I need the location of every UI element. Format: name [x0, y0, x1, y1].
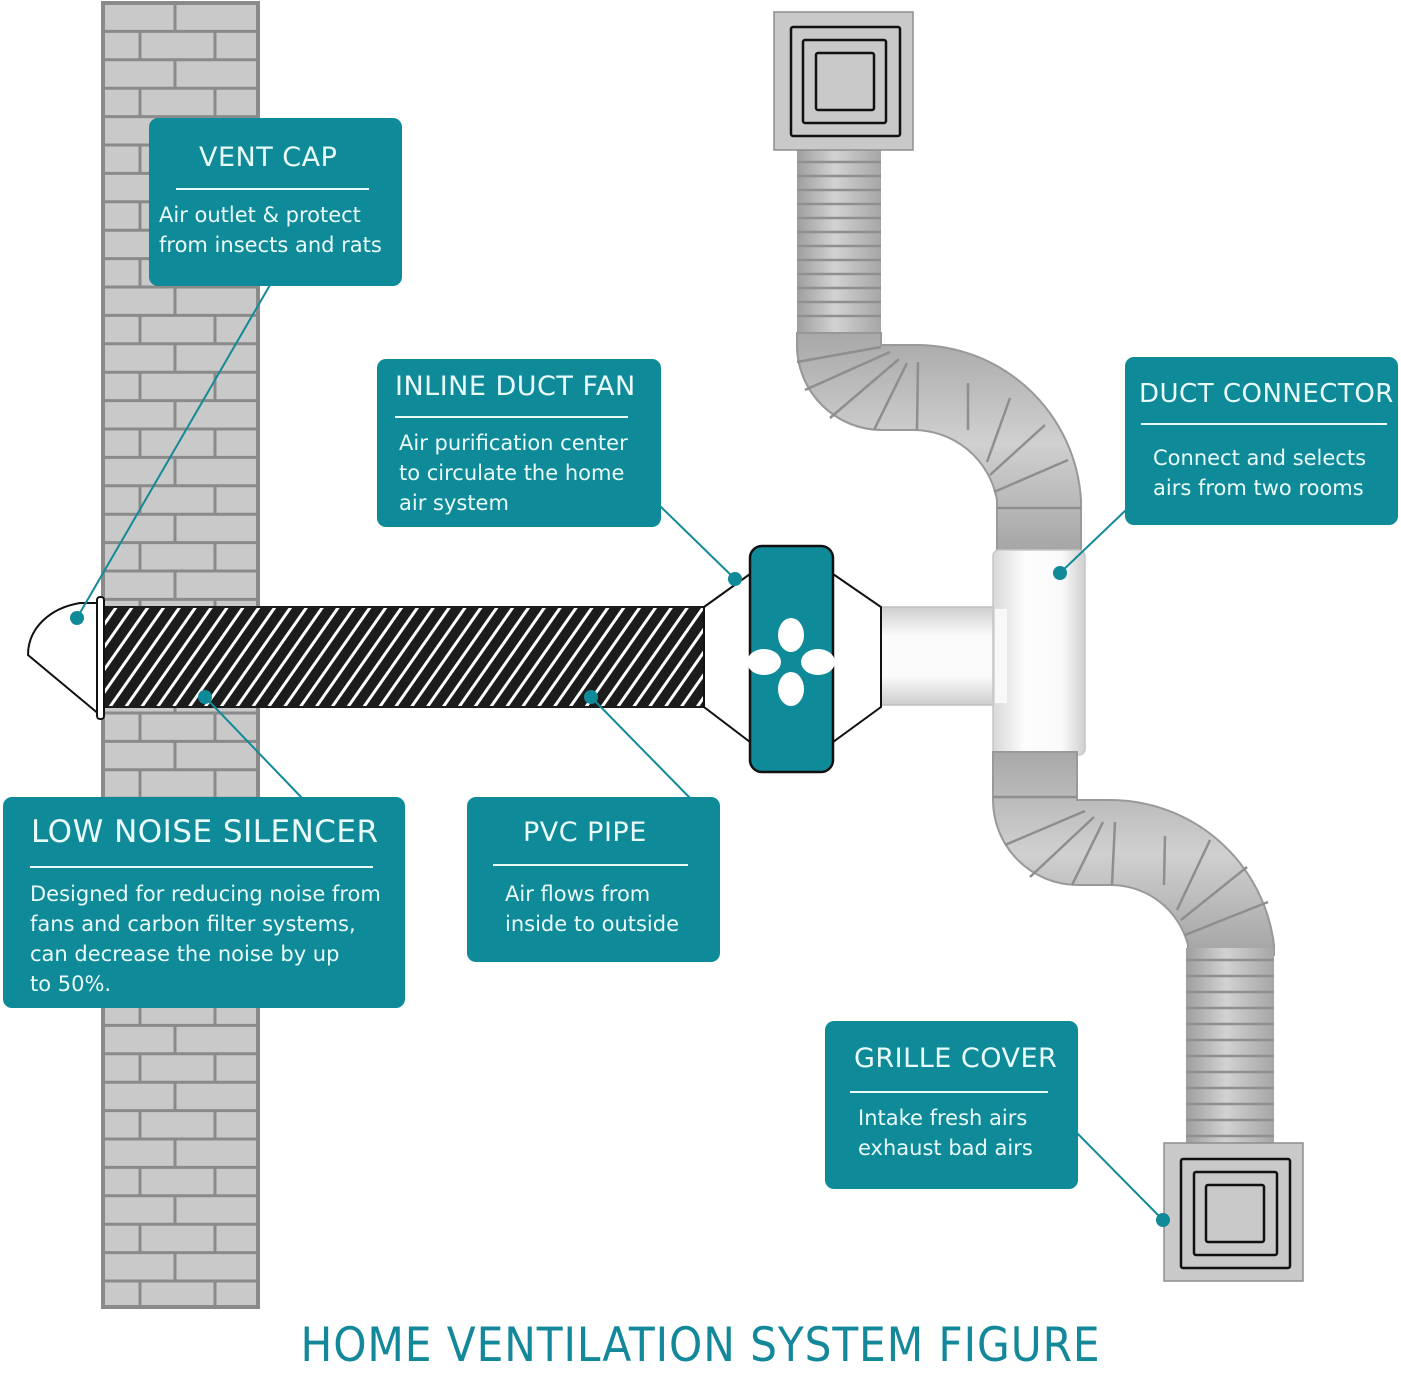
duct-connector-tee [880, 549, 1086, 756]
divider [850, 1091, 1048, 1093]
divider [1141, 423, 1387, 425]
low-noise-silencer-callout: LOW NOISE SILENCER Designed for reducing… [3, 797, 405, 1008]
low-noise-silencer-title: LOW NOISE SILENCER [31, 814, 379, 850]
divider [30, 866, 373, 868]
divider [493, 864, 688, 866]
divider [176, 188, 369, 190]
callout-leaders [70, 284, 1170, 1227]
pvc-pipe-callout: PVC PIPE Air flows from inside to outsid… [467, 797, 720, 962]
duct-connector-callout: DUCT CONNECTOR Connect and selects airs … [1125, 357, 1398, 525]
flexible-duct-upper [796, 148, 1082, 556]
grille-cover-callout: GRILLE COVER Intake fresh airs exhaust b… [825, 1021, 1078, 1189]
fan-icon [747, 618, 835, 706]
vent-cap-callout: VENT CAP Air outlet & protect from insec… [149, 118, 402, 286]
vent-cap-icon [26, 596, 105, 720]
grille-cover-bottom [1163, 1142, 1304, 1282]
vent-cap-description: Air outlet & protect from insects and ra… [159, 203, 382, 257]
inline-duct-fan-description: Air purification center to circulate the… [399, 431, 628, 515]
divider [395, 416, 628, 418]
pipe-marker [584, 690, 598, 704]
flexible-duct-lower [992, 751, 1275, 1148]
grille-cover-description: Intake fresh airs exhaust bad airs [858, 1106, 1033, 1160]
pvc-pipe-description: Air flows from inside to outside [505, 882, 680, 936]
silencer-marker [198, 690, 212, 704]
inline-duct-fan-callout: INLINE DUCT FAN Air purification center … [377, 359, 661, 527]
grille-marker [1156, 1213, 1170, 1227]
inline-duct-fan-title: INLINE DUCT FAN [395, 371, 636, 402]
fan-marker [728, 572, 742, 586]
inline-duct-fan [703, 544, 882, 774]
vent-cap-marker [70, 611, 84, 625]
low-noise-silencer-description: Designed for reducing noise from fans an… [30, 882, 381, 996]
figure-title: HOME VENTILATION SYSTEM FIGURE [300, 1318, 1101, 1373]
vent-cap-title: VENT CAP [199, 142, 338, 173]
pvc-pipe-title: PVC PIPE [523, 817, 647, 848]
connector-marker [1053, 566, 1067, 580]
grille-cover-title: GRILLE COVER [854, 1043, 1058, 1074]
low-noise-silencer [102, 606, 705, 708]
grille-cover-top [773, 11, 914, 151]
duct-connector-description: Connect and selects airs from two rooms [1153, 446, 1367, 500]
duct-connector-title: DUCT CONNECTOR [1139, 379, 1394, 409]
